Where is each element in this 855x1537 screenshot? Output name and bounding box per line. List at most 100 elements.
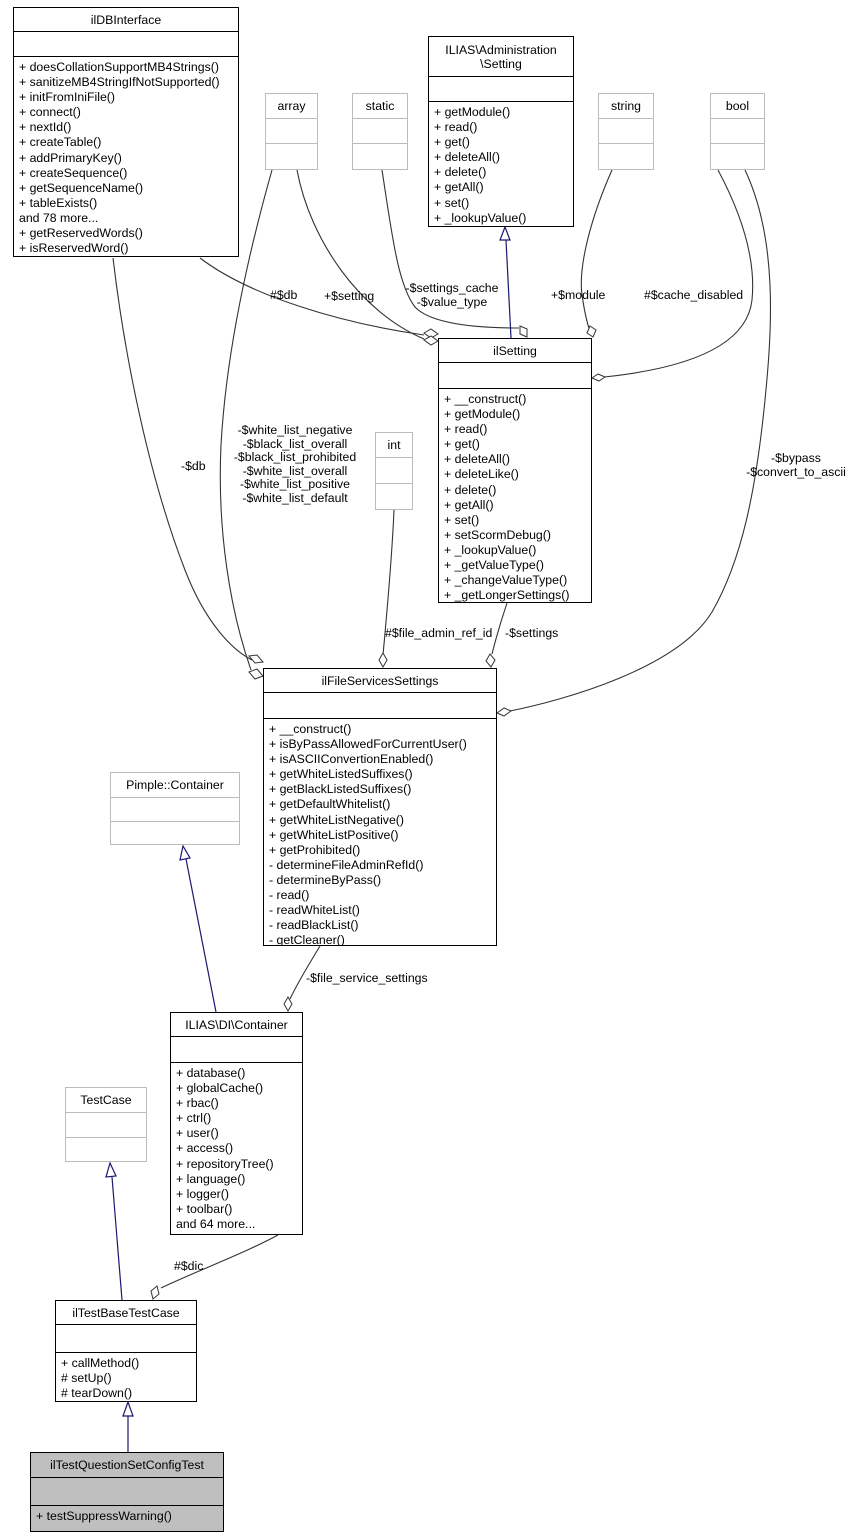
class-static[interactable]: static (352, 93, 408, 170)
class-methods: + callMethod()# setUp()# tearDown() (61, 1356, 140, 1401)
edge-ilfileservicessettings-to-container (289, 945, 321, 1000)
class-ilias-administration-setting[interactable]: ILIAS\Administration\Setting + getModule… (428, 36, 574, 227)
class-title: ilTestQuestionSetConfigTest (31, 1453, 223, 1478)
edge-label-settings-cache: -$settings_cache-$value_type (405, 281, 499, 309)
edge-ildbinterface-to-ilfileservicessettings (112, 257, 253, 661)
class-title: Pimple::Container (111, 773, 239, 798)
edge-ilsetting-inherits-adminsetting (505, 239, 512, 339)
class-attributes (111, 798, 239, 822)
class-title: ilDBInterface (14, 8, 238, 32)
class-attributes (56, 1325, 196, 1353)
class-testcase[interactable]: TestCase (65, 1087, 147, 1162)
class-iltestbasetestcase[interactable]: ilTestBaseTestCase + callMethod()# setUp… (55, 1300, 197, 1402)
edge-bool-to-ilfileservicessettings (509, 169, 771, 712)
class-title: ILIAS\Administration\Setting (429, 37, 573, 77)
edge-label-setting: +$setting (324, 289, 375, 303)
class-methods (353, 144, 407, 169)
class-bool[interactable]: bool (710, 93, 765, 170)
edge-array-to-ilfileservicessettings (219, 169, 273, 671)
arrow-inherit-pimple (179, 844, 191, 861)
arrow-inherit-testcase (105, 1161, 117, 1178)
class-methods (711, 144, 764, 169)
edge-ilsetting-to-ilfileservicessettings (491, 602, 508, 655)
class-title-text: ILIAS\Administration\Setting (445, 42, 557, 71)
edge-array-to-ilsetting (296, 169, 425, 340)
edge-static-to-ilsetting (381, 169, 520, 329)
diamond-module-ilsetting (586, 325, 597, 338)
class-attributes (264, 693, 496, 719)
class-attributes (599, 119, 653, 144)
diamond-whitelist-file (248, 668, 264, 680)
class-attributes (14, 32, 238, 57)
class-methods: + doesCollationSupportMB4Strings()+ sani… (19, 60, 220, 256)
edge-basetestcase-inherits-testcase (111, 1176, 123, 1301)
edge-label-file-admin-ref-id: #$file_admin_ref_id (385, 626, 493, 640)
class-methods (599, 144, 653, 169)
edge-container-inherits-pimple (185, 858, 217, 1013)
diamond-dic-basetestcase (150, 1285, 160, 1300)
edge-label-db-ilsetting: #$db (270, 288, 298, 302)
class-title: TestCase (66, 1088, 146, 1113)
arrow-inherit-adminsetting (499, 225, 511, 241)
diamond-setting-ilsetting (423, 335, 439, 346)
class-methods: + testSuppressWarning() (36, 1509, 172, 1523)
class-methods: + database()+ globalCache()+ rbac()+ ctr… (176, 1066, 274, 1231)
class-attributes (171, 1037, 302, 1063)
arrow-inherit-basetestcase (122, 1400, 134, 1417)
class-title: ilTestBaseTestCase (56, 1301, 196, 1325)
class-attributes (266, 119, 317, 144)
class-title: static (353, 94, 407, 119)
class-methods: + __construct()+ isByPassAllowedForCurre… (269, 722, 467, 945)
edge-label-cache-disabled: #$cache_disabled (644, 288, 744, 302)
edge-int-to-ilfileservicessettings (382, 509, 395, 656)
edge-bool-to-ilsetting (603, 169, 754, 378)
class-pimple-container[interactable]: Pimple::Container (110, 772, 240, 845)
edge-label-dic: #$dic (174, 1259, 204, 1273)
class-title: ILIAS\DI\Container (171, 1013, 302, 1037)
class-title: bool (711, 94, 764, 119)
class-attributes (711, 119, 764, 144)
class-methods: + getModule()+ read()+ get()+ deleteAll(… (434, 105, 527, 225)
class-title: int (376, 433, 412, 458)
class-attributes (429, 77, 573, 102)
class-attributes (353, 119, 407, 144)
class-title: string (599, 94, 653, 119)
edge-label-settings: -$settings (505, 626, 559, 640)
edge-label-bypass: -$bypass-$convert_to_ascii (746, 451, 846, 479)
class-int[interactable]: int (375, 432, 413, 510)
class-ildbinterface[interactable]: ilDBInterface + doesCollationSupportMB4S… (13, 7, 239, 257)
class-ilsetting[interactable]: ilSetting + __construct()+ getModule()+ … (438, 338, 592, 603)
class-methods (266, 144, 317, 169)
edge-container-to-iltestbasetestcase (160, 1234, 279, 1289)
class-ilias-di-container[interactable]: ILIAS\DI\Container + database()+ globalC… (170, 1012, 303, 1235)
diamond-db-ilsetting (423, 328, 439, 339)
class-attributes (31, 1478, 223, 1506)
edge-label-module: +$module (551, 288, 606, 302)
class-attributes (376, 458, 412, 484)
class-methods (376, 484, 412, 509)
edge-label-file-service-settings: -$file_service_settings (306, 971, 428, 985)
diamond-fileservice-container (283, 995, 293, 1013)
diamond-settings-file (485, 653, 496, 668)
class-title: ilFileServicesSettings (264, 669, 496, 693)
diamond-settingscache-ilsetting (519, 325, 528, 338)
diamond-bypass-file (495, 707, 513, 717)
class-attributes (66, 1113, 146, 1138)
edge-ildbinterface-to-ilsetting (199, 257, 425, 336)
class-methods (66, 1138, 146, 1161)
class-title: array (266, 94, 317, 119)
class-iltestquestionsetconfigtest[interactable]: ilTestQuestionSetConfigTest + testSuppre… (30, 1452, 224, 1532)
edge-label-white-lists: -$white_list_negative-$black_list_overal… (233, 423, 357, 505)
class-methods: + __construct()+ getModule()+ read()+ ge… (444, 392, 570, 602)
class-attributes (439, 363, 591, 389)
diamond-int-file (378, 651, 388, 669)
class-methods (111, 822, 239, 844)
class-string[interactable]: string (598, 93, 654, 170)
edge-string-to-ilsetting (580, 169, 613, 334)
diamond-db-file (248, 654, 264, 664)
class-title: ilSetting (439, 339, 591, 363)
class-array[interactable]: array (265, 93, 318, 170)
class-ilfileservicessettings[interactable]: ilFileServicesSettings + __construct()+ … (263, 668, 497, 946)
